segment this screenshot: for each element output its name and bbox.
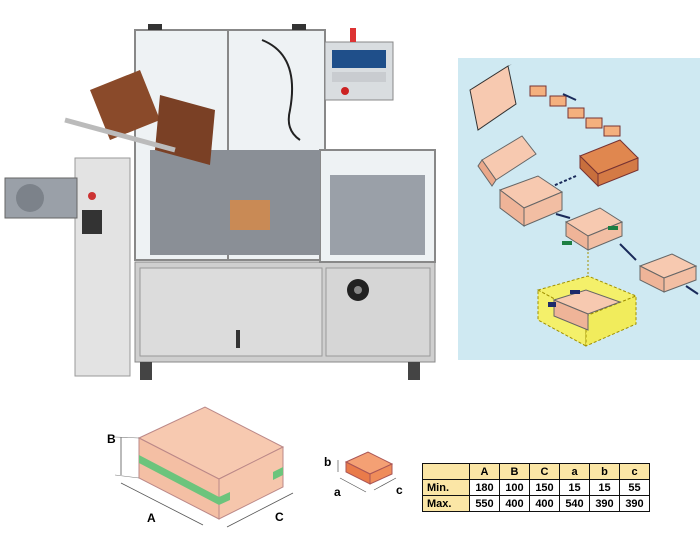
packaging-process-diagram — [458, 58, 700, 360]
dim-label-small-a: a — [334, 485, 341, 499]
dim-label-c: C — [275, 510, 284, 524]
row-label: Max. — [422, 495, 470, 512]
table-cell: 390 — [619, 495, 650, 512]
packaging-machine-photo — [4, 24, 436, 380]
table-header-row: A B C a b c — [422, 463, 650, 480]
table-cell: 100 — [499, 479, 530, 496]
dimension-spec-table: A B C a b c Min. 180 100 150 15 15 55 Ma… — [422, 463, 650, 512]
table-row: Min. 180 100 150 15 15 55 — [422, 479, 650, 496]
dim-label-small-c: c — [396, 483, 403, 497]
table-header-cell: c — [619, 463, 650, 480]
table-cell: 400 — [499, 495, 530, 512]
table-cell: 15 — [559, 479, 590, 496]
table-cell: 180 — [469, 479, 500, 496]
table-header-cell: C — [529, 463, 560, 480]
table-row: Max. 550 400 400 540 390 390 — [422, 495, 650, 512]
table-header-cell: A — [469, 463, 500, 480]
table-cell: 540 — [559, 495, 590, 512]
product-units — [529, 85, 621, 137]
small-box-dimension-diagram: b a c — [324, 451, 403, 499]
table-cell: 400 — [529, 495, 560, 512]
table-corner-cell — [422, 463, 470, 480]
table-cell: 150 — [529, 479, 560, 496]
dim-label-small-b: b — [324, 455, 331, 469]
dim-label-b: B — [107, 432, 116, 446]
large-box-dimension-diagram: B A C — [107, 406, 294, 528]
row-label: Min. — [422, 479, 470, 496]
dim-label-a: A — [147, 511, 156, 525]
table-cell: 15 — [589, 479, 620, 496]
table-cell: 55 — [619, 479, 650, 496]
table-cell: 390 — [589, 495, 620, 512]
table-cell: 550 — [469, 495, 500, 512]
table-header-cell: B — [499, 463, 530, 480]
table-header-cell: b — [589, 463, 620, 480]
table-header-cell: a — [559, 463, 590, 480]
